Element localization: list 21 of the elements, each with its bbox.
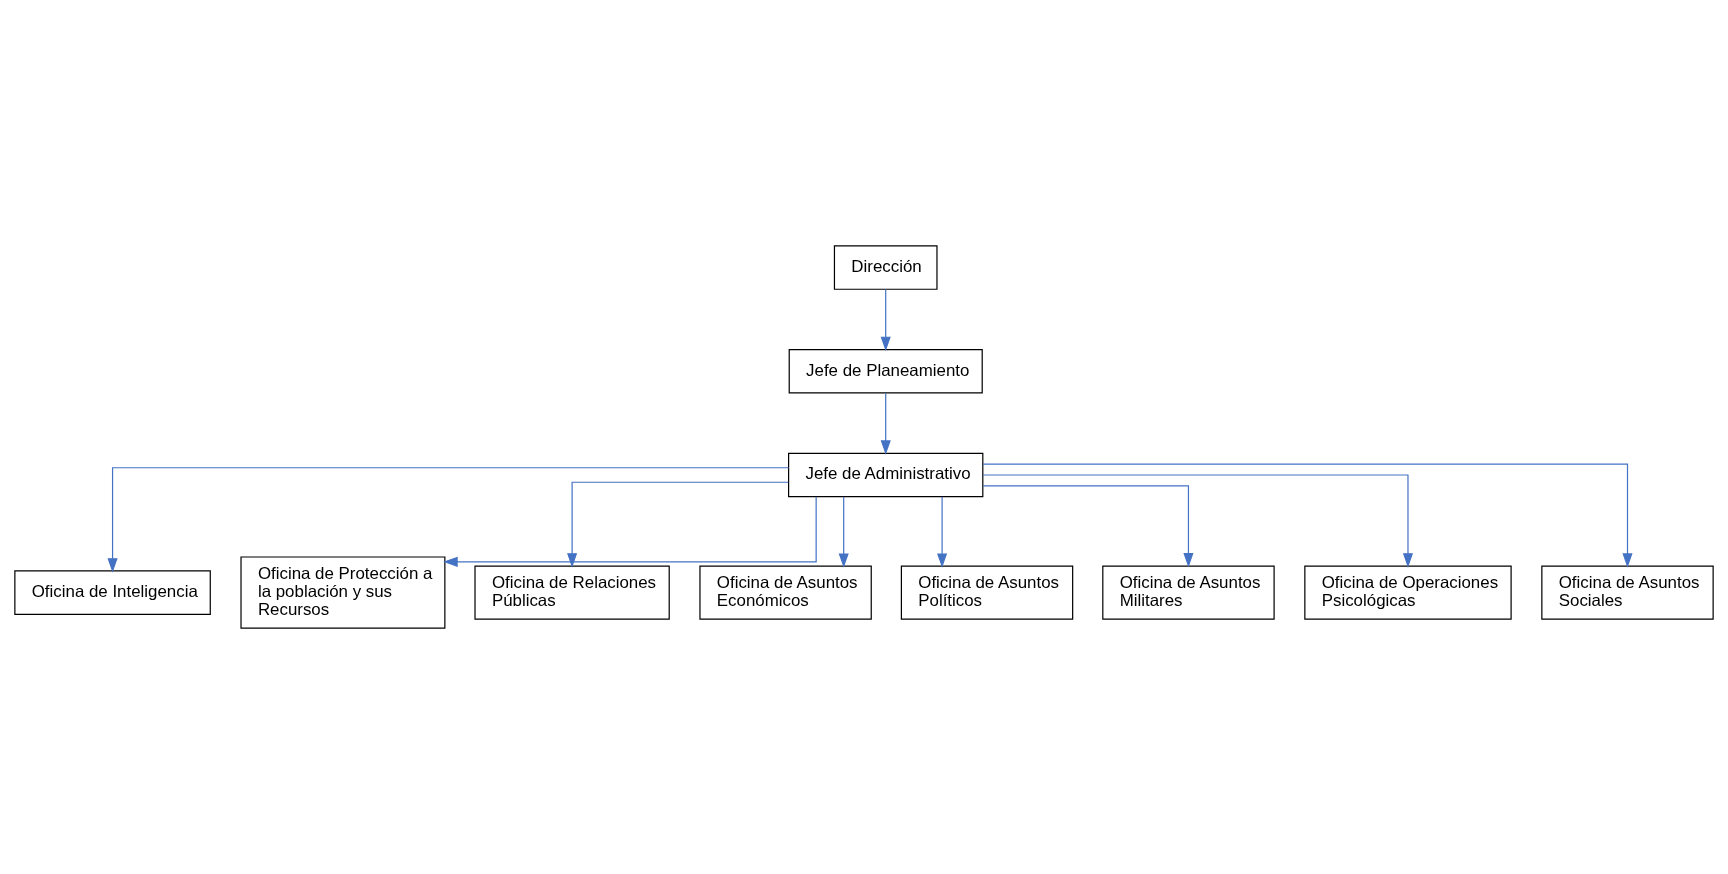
node-box: Oficina de Asuntos Sociales	[1541, 565, 1714, 620]
arrow	[838, 496, 849, 568]
arrow	[107, 467, 790, 573]
arrow	[443, 496, 817, 567]
node-box: Oficina de Operaciones Psicológicas	[1304, 565, 1512, 620]
node-box: Dirección	[833, 245, 938, 290]
arrow	[982, 485, 1194, 568]
node-box: Oficina de Asuntos Políticos	[900, 565, 1074, 620]
arrow	[880, 288, 891, 352]
node-box: Oficina de Asuntos Económicos	[699, 565, 872, 620]
node-box: Oficina de Asuntos Militares	[1102, 565, 1275, 620]
node-box: Oficina de Relaciones Públicas	[474, 565, 670, 620]
arrow	[567, 481, 789, 568]
arrow	[937, 496, 948, 568]
node-box: Oficina de Protección a la población y sus Recursos	[240, 556, 446, 629]
node-box: Jefe de Administrativo	[788, 452, 984, 498]
node-box: Jefe de Planeamiento	[788, 348, 983, 394]
arrow	[982, 474, 1414, 568]
arrow	[880, 392, 891, 455]
arrow	[982, 463, 1633, 568]
node-box: Oficina de Inteligencia	[14, 570, 211, 615]
